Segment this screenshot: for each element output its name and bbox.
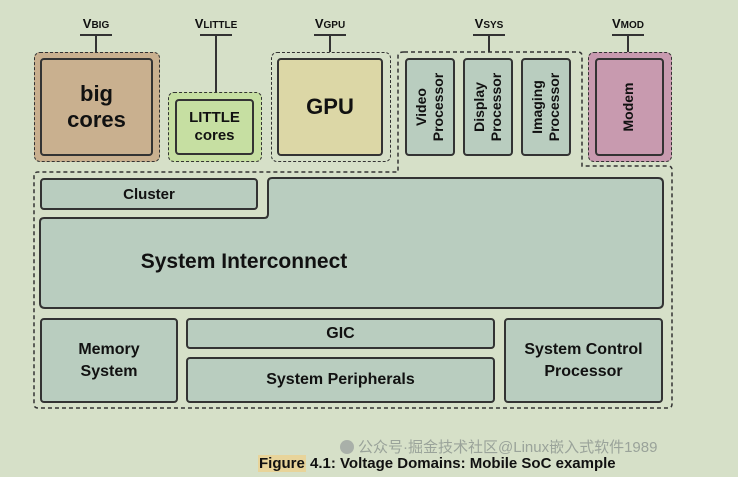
vlittle-label: VLITTLE xyxy=(194,16,238,31)
vmod-rail-stem xyxy=(627,34,629,52)
vmod-label: VMOD xyxy=(611,16,645,31)
imaging-processor-block xyxy=(521,58,571,156)
gic-block: GIC xyxy=(186,318,495,349)
big-cores-block: big cores xyxy=(40,58,153,156)
figure-caption: Figure 4.1: Voltage Domains: Mobile SoC … xyxy=(258,455,616,472)
watermark: 公众号·掘金技术社区@Linux嵌入式软件1989 xyxy=(340,436,657,457)
memory-system-block: Memory System xyxy=(40,318,178,403)
system-control-processor-block: System Control Processor xyxy=(504,318,663,403)
video-processor-block xyxy=(405,58,455,156)
caption-figure-word: Figure xyxy=(258,455,306,472)
vgpu-domain xyxy=(271,52,391,162)
vsys-label: VSYS xyxy=(474,16,504,31)
gpu-block: GPU xyxy=(277,58,383,156)
vsys-rail-stem xyxy=(488,34,490,52)
vgpu-label: VGPU xyxy=(314,16,346,31)
vgpu-rail-stem xyxy=(329,34,331,52)
modem-block xyxy=(595,58,664,156)
wechat-icon xyxy=(340,440,354,454)
little-cores-block: LITTLE cores xyxy=(175,99,254,155)
vbig-label: VBIG xyxy=(82,16,110,31)
system-peripherals-block: System Peripherals xyxy=(186,357,495,403)
cluster-block: Cluster xyxy=(40,178,258,210)
vlittle-rail-stem xyxy=(215,34,217,92)
caption-text: 4.1: Voltage Domains: Mobile SoC example xyxy=(305,455,616,472)
vbig-rail-stem xyxy=(95,34,97,52)
system-interconnect-label: System Interconnect xyxy=(140,250,348,273)
display-processor-block xyxy=(463,58,513,156)
